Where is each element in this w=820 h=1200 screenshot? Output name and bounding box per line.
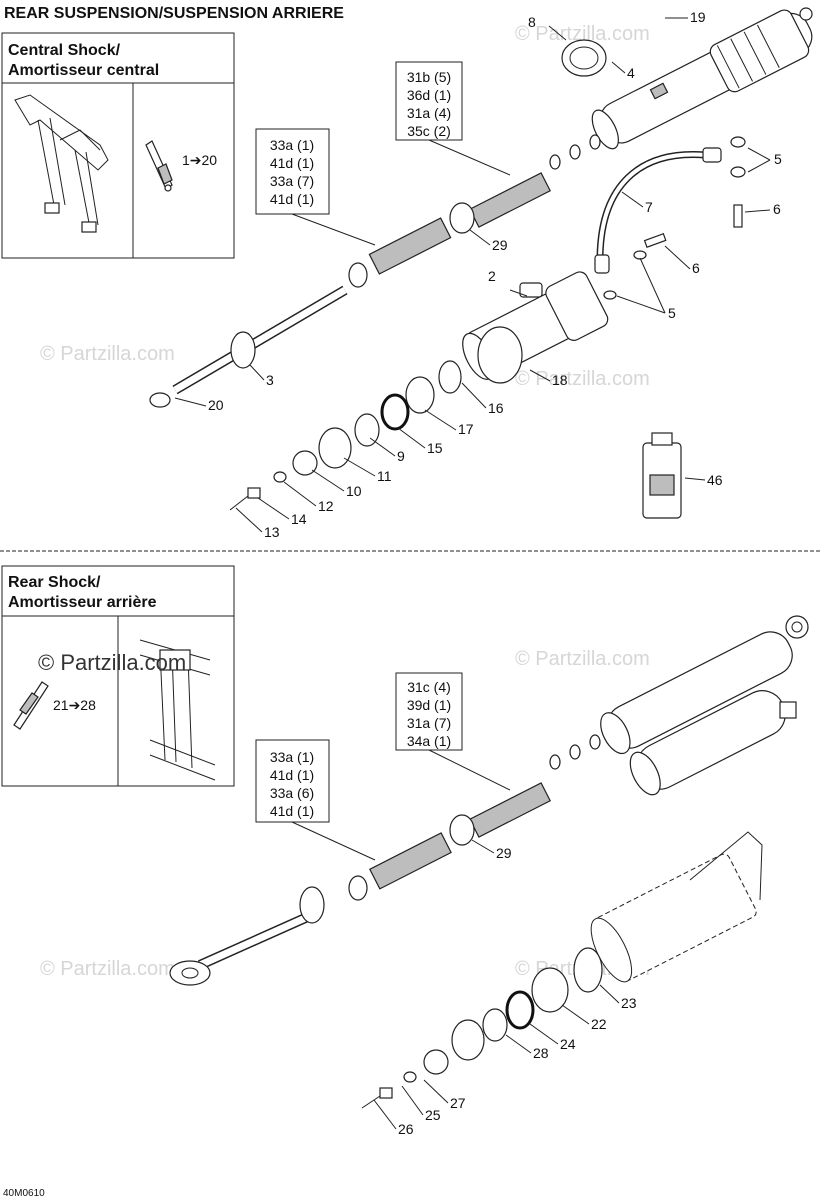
central-shock-drawing: [149, 7, 813, 519]
callout: 20: [208, 397, 224, 413]
callout: 10: [346, 483, 362, 499]
kit-line: 36d (1): [407, 87, 451, 103]
kit-line: 41d (1): [270, 803, 314, 819]
callout: 22: [591, 1016, 607, 1032]
rear-shock-drawing: [169, 615, 809, 1109]
central-callouts: 19 8 4 5 7 6 6 2 5 29 3 18 20 16 17 15 9…: [174, 9, 782, 540]
diagram-title: REAR SUSPENSION/SUSPENSION ARRIERE: [4, 5, 344, 22]
callout: 15: [427, 440, 443, 456]
watermark: © Partzilla.com: [40, 958, 175, 980]
rear-section-heading: Rear Shock/ Amortisseur arrière: [1, 565, 235, 617]
watermark: © Partzilla.com: [515, 368, 650, 390]
central-kit-upper: 31b (5) 36d (1) 31a (4) 35c (2): [395, 61, 511, 176]
callout: 26: [398, 1121, 414, 1137]
rear-kit-lower: 33a (1) 41d (1) 33a (6) 41d (1): [255, 739, 376, 861]
kit-line: 34a (1): [407, 733, 451, 749]
callout: 5: [774, 151, 782, 167]
watermark: © Partzilla.com: [515, 23, 650, 45]
spring-stack: [368, 172, 551, 275]
fluid-bottle: [642, 432, 682, 519]
kit-line: 41d (1): [270, 767, 314, 783]
kit-line: 31a (7): [407, 715, 451, 731]
rear-inset: 21➔28 © Partzilla.com: [1, 615, 235, 787]
callout: 2: [488, 268, 496, 284]
callout: 5: [668, 305, 676, 321]
kit-line: 33a (7): [270, 173, 314, 189]
callout: 8: [528, 14, 536, 30]
watermark: © Partzilla.com: [40, 343, 175, 365]
callout: 7: [645, 199, 653, 215]
callout: 6: [773, 201, 781, 217]
kit-line: 31c (4): [407, 679, 451, 695]
callout: 16: [488, 400, 504, 416]
frame-sketch: [139, 639, 216, 781]
kit-line: 31b (5): [407, 69, 451, 85]
callout: 12: [318, 498, 334, 514]
callout: 18: [552, 372, 568, 388]
kit-line: 39d (1): [407, 697, 451, 713]
callout: 13: [264, 524, 280, 540]
callout: 46: [707, 472, 723, 488]
callout: 17: [458, 421, 474, 437]
callout: 25: [425, 1107, 441, 1123]
kit-line: 41d (1): [270, 191, 314, 207]
diagram-code: 40M0610: [3, 1188, 45, 1199]
rear-kit-upper: 31c (4) 39d (1) 31a (7) 34a (1): [395, 672, 511, 791]
central-heading-line1: Central Shock/: [8, 42, 121, 59]
callout: 4: [627, 65, 635, 81]
frame-sketch: [14, 94, 109, 233]
callout: 9: [397, 448, 405, 464]
callout: 14: [291, 511, 307, 527]
callout: 27: [450, 1095, 466, 1111]
shock-icon: [145, 140, 173, 192]
callout: 3: [266, 372, 274, 388]
rear-heading-line2: Amortisseur arrière: [8, 594, 157, 611]
callout: 29: [492, 237, 508, 253]
callout: 29: [496, 845, 512, 861]
watermark: © Partzilla.com: [515, 648, 650, 670]
kit-line: 33a (6): [270, 785, 314, 801]
watermark: © Partzilla.com: [38, 650, 186, 675]
kit-line: 33a (1): [270, 137, 314, 153]
callout: 11: [377, 468, 392, 484]
kit-line: 41d (1): [270, 155, 314, 171]
central-inset-range: 1➔20: [182, 152, 217, 168]
callout: 19: [690, 9, 706, 25]
rear-heading-line1: Rear Shock/: [8, 574, 101, 591]
kit-line: 31a (4): [407, 105, 451, 121]
central-inset: 1➔20: [1, 82, 235, 259]
central-heading-line2: Amortisseur central: [8, 62, 159, 79]
callout: 28: [533, 1045, 549, 1061]
kit-line: 35c (2): [407, 123, 451, 139]
kit-line: 33a (1): [270, 749, 314, 765]
callout: 23: [621, 995, 637, 1011]
shock-icon: [13, 681, 49, 730]
callout: 6: [692, 260, 700, 276]
rear-callouts: 29 23 22 24 28 27 25 26: [373, 839, 637, 1137]
callout: 24: [560, 1036, 576, 1052]
central-kit-lower: 33a (1) 41d (1) 33a (7) 41d (1): [255, 128, 376, 246]
rear-inset-range: 21➔28: [53, 697, 96, 713]
central-section-heading: Central Shock/ Amortisseur central: [1, 32, 235, 84]
